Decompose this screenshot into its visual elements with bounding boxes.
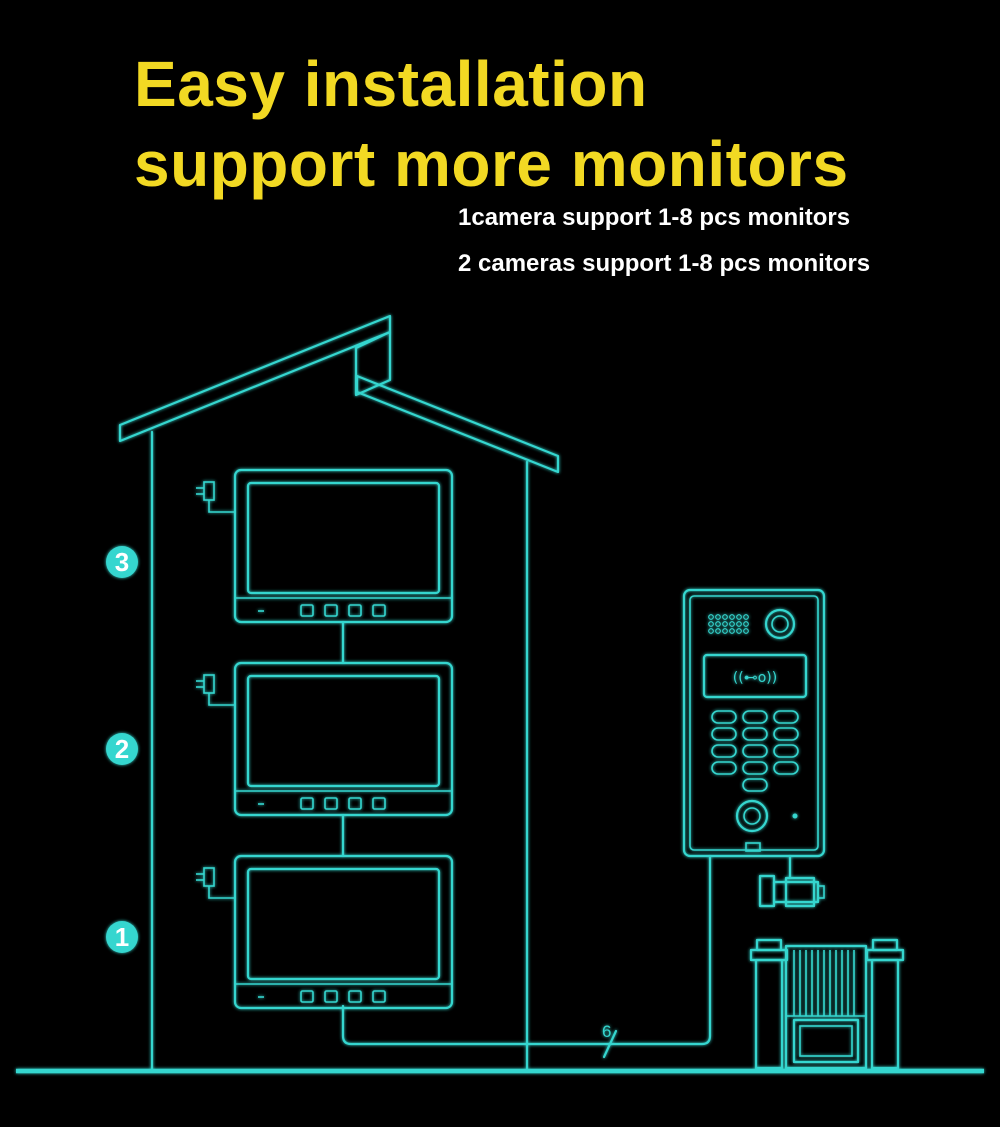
gate bbox=[749, 938, 905, 1070]
monitor-button-icon bbox=[348, 797, 362, 810]
keypad-key bbox=[742, 761, 768, 775]
monitor-button-icon bbox=[324, 990, 338, 1003]
monitor-button-icon bbox=[372, 797, 386, 810]
title-line-2: support more monitors bbox=[134, 128, 849, 200]
keypad-key bbox=[742, 778, 768, 792]
floor-label-2: 2 bbox=[115, 734, 129, 764]
floor-label-3: 3 bbox=[115, 547, 129, 577]
cable-wire-count: 6 bbox=[602, 1022, 611, 1041]
floor-label-1: 1 bbox=[115, 922, 129, 952]
keypad-key bbox=[711, 710, 737, 724]
keypad bbox=[711, 710, 799, 792]
monitor-button-icon bbox=[372, 990, 386, 1003]
rfid-key-icon: ((⊷o)) bbox=[733, 670, 777, 686]
keypad-key bbox=[773, 744, 799, 758]
floor-badge-1: 1 bbox=[106, 921, 138, 953]
keypad-key bbox=[711, 727, 737, 741]
keypad-key bbox=[742, 744, 768, 758]
power-adapter-icon bbox=[196, 481, 235, 513]
monitor-button-icon bbox=[300, 990, 314, 1003]
monitor-button-icon bbox=[300, 797, 314, 810]
floor-badge-3: 3 bbox=[106, 546, 138, 578]
call-button bbox=[735, 799, 769, 833]
subtitle-line-2: 2 cameras support 1-8 pcs monitors bbox=[458, 250, 871, 277]
cable-slash bbox=[602, 1029, 618, 1059]
cable-to-door-station bbox=[341, 854, 712, 1046]
house bbox=[118, 314, 560, 1071]
keypad-key bbox=[711, 761, 737, 775]
speaker-grille bbox=[708, 614, 749, 634]
keypad-key bbox=[773, 727, 799, 741]
monitor-button-icon bbox=[372, 604, 386, 617]
keypad-key bbox=[742, 710, 768, 724]
monitor-button-icon bbox=[348, 990, 362, 1003]
monitor-floor-1 bbox=[196, 854, 454, 1010]
keypad-key bbox=[742, 727, 768, 741]
title-line-1: Easy installation bbox=[134, 48, 648, 120]
power-adapter-icon bbox=[196, 674, 235, 706]
electric-lock bbox=[758, 854, 825, 908]
monitor-floor-2 bbox=[196, 661, 454, 817]
monitor-floor-3 bbox=[196, 468, 454, 624]
camera-lens bbox=[764, 608, 796, 640]
monitor-button-icon bbox=[324, 797, 338, 810]
keypad-key bbox=[711, 744, 737, 758]
floor-badge-2: 2 bbox=[106, 733, 138, 765]
door-station: ((⊷o)) bbox=[682, 588, 826, 858]
monitor-button-icon bbox=[324, 604, 338, 617]
subtitle-line-1: 1camera support 1-8 pcs monitors bbox=[458, 204, 851, 231]
card-reader bbox=[702, 653, 808, 699]
keypad-key bbox=[773, 710, 799, 724]
power-adapter-icon bbox=[196, 867, 235, 899]
monitor-button-icon bbox=[348, 604, 362, 617]
monitor-button-icon bbox=[300, 604, 314, 617]
keypad-key bbox=[773, 761, 799, 775]
